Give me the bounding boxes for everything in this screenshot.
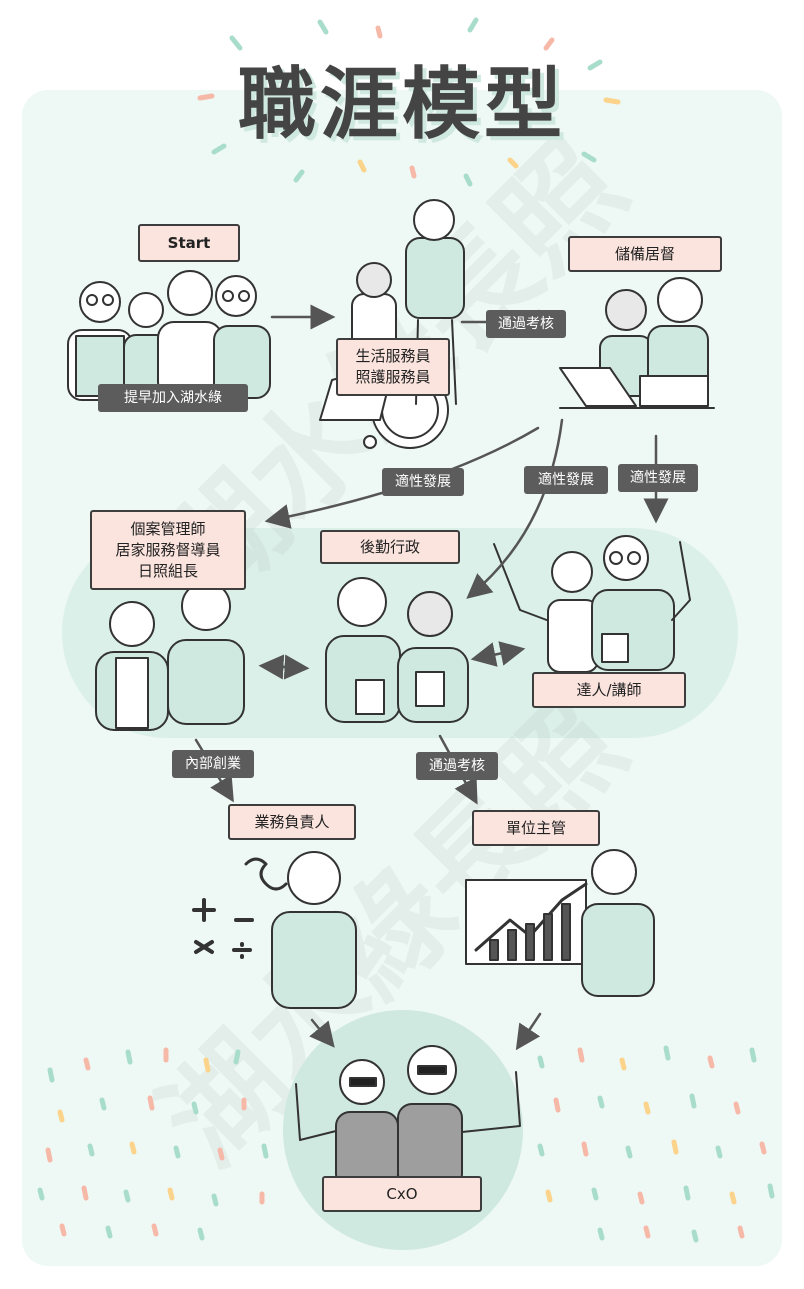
page-title: 職涯模型 bbox=[237, 60, 566, 150]
arrow-to-logistics bbox=[466, 418, 564, 599]
transition-fit-dev-2: 適性發展 bbox=[524, 466, 608, 494]
start-people-illustration bbox=[67, 270, 271, 401]
logistics-illustration bbox=[325, 577, 469, 723]
stage-reserve-supervisor: 儲備居督 bbox=[568, 236, 722, 272]
reserve-supervisor-illustration bbox=[559, 277, 715, 409]
arrow-logistics-expert bbox=[470, 641, 526, 667]
stage-expert: 達人/講師 bbox=[532, 672, 686, 708]
transition-fit-dev-1: 適性發展 bbox=[382, 468, 464, 496]
expert-illustration bbox=[493, 535, 691, 673]
arrow-unit-to-cxo bbox=[515, 1012, 542, 1051]
transition-fit-dev-3: 適性發展 bbox=[618, 464, 698, 492]
stage-management: 個案管理師 居家服務督導員 日照組長 bbox=[90, 510, 246, 590]
management-illustration bbox=[95, 581, 245, 731]
stage-caregiver: 生活服務員 照護服務員 bbox=[336, 338, 450, 396]
business-lead-illustration bbox=[192, 851, 357, 1009]
transition-internal-venture: 內部創業 bbox=[172, 750, 254, 778]
stage-start: Start bbox=[138, 224, 240, 262]
stage-business-lead: 業務負責人 bbox=[228, 804, 356, 840]
stage-cxo: CxO bbox=[322, 1176, 482, 1212]
cxo-illustration bbox=[295, 1045, 521, 1189]
unit-head-illustration bbox=[465, 849, 655, 997]
stage-logistics: 後勤行政 bbox=[320, 530, 460, 564]
caregiver-illustration bbox=[319, 199, 465, 449]
arrow-management-logistics bbox=[258, 654, 310, 680]
stage-unit-head: 單位主管 bbox=[472, 810, 600, 846]
label-join: 提早加入湖水綠 bbox=[98, 384, 248, 412]
transition-pass-review-bottom: 通過考核 bbox=[416, 752, 498, 780]
transition-pass-review-top: 通過考核 bbox=[486, 310, 566, 338]
arrow-business-to-cxo bbox=[309, 1018, 335, 1048]
